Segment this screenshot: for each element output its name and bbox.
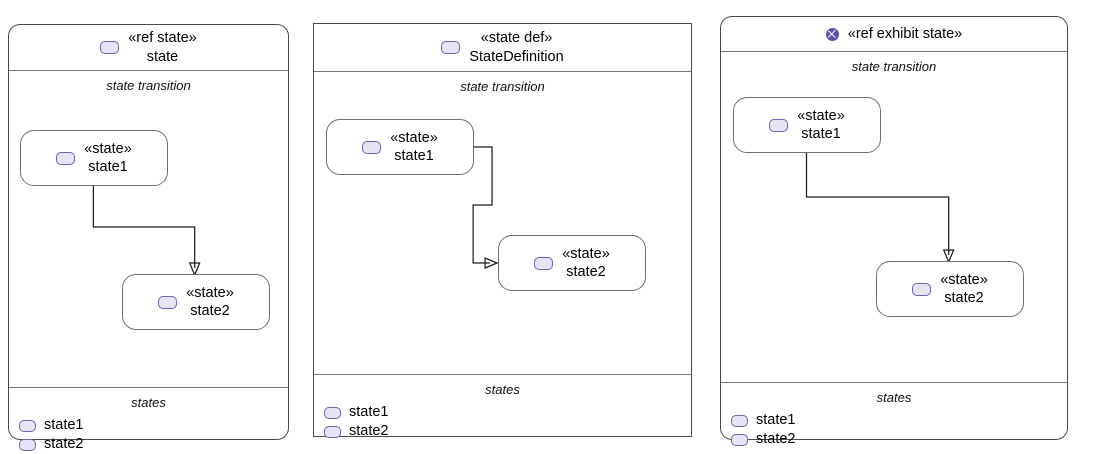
list-item-label: state1 (44, 417, 84, 434)
state-node-state1[interactable]: «state» state1 (326, 119, 474, 175)
list-item-label: state2 (44, 436, 84, 453)
state-node-keyword: «state» (390, 129, 438, 146)
list-item[interactable]: state2 (324, 422, 691, 441)
list-item-label: state2 (756, 431, 796, 448)
edge-state1-to-state2 (805, 133, 950, 255)
list-item[interactable]: state2 (731, 430, 1067, 449)
state-node-state2[interactable]: «state» state2 (498, 235, 646, 291)
state-node-keyword: «state» (797, 107, 845, 124)
arrowhead-icon (942, 249, 955, 264)
states-list: state1 state2 (721, 411, 1067, 449)
state-node-text: «state» state2 (186, 284, 234, 320)
state-glyph-icon (158, 295, 178, 309)
state-node-name: state2 (566, 264, 606, 280)
list-item[interactable]: state1 (731, 411, 1067, 430)
states-list: state1 state2 (314, 403, 691, 441)
state-node-keyword: «state» (186, 284, 234, 301)
panel-header-text: «ref state» state (128, 29, 197, 65)
state-node-text: «state» state1 (797, 107, 845, 143)
state-node-state1[interactable]: «state» state1 (733, 97, 881, 153)
state-node-name: state1 (394, 148, 434, 164)
list-item-label: state2 (349, 423, 389, 440)
panel-header-keyword: «state def» (480, 30, 553, 47)
states-compartment-label: states (131, 395, 166, 410)
panel-ref-exhibit-state[interactable]: «ref exhibit state» state transition «st… (720, 16, 1068, 446)
states-list: state1 state2 (9, 416, 288, 454)
state-glyph-icon (19, 419, 36, 432)
panel-header-state-def: «state def» StateDefinition (314, 24, 691, 72)
state-node-keyword: «state» (562, 245, 610, 262)
edge-state1-to-state2 (92, 166, 196, 268)
panel-header-keyword: «ref exhibit state» (847, 25, 963, 42)
list-item[interactable]: state1 (19, 416, 288, 435)
state-glyph-icon (56, 151, 76, 165)
state-glyph-icon (731, 433, 748, 446)
state-glyph-icon (324, 406, 341, 419)
state-glyph-icon (731, 414, 748, 427)
panel-header-ref-exhibit-state: «ref exhibit state» (721, 17, 1067, 52)
transition-edges (92, 166, 201, 277)
state-glyph-icon (324, 425, 341, 438)
transition-edges (472, 146, 499, 269)
transition-compartment-label: state transition (460, 79, 545, 94)
list-item-label: state1 (756, 412, 796, 429)
state-node-keyword: «state» (84, 140, 132, 157)
states-compartment-label: states (876, 390, 912, 405)
states-compartment: states state1 state2 (9, 387, 288, 451)
list-item[interactable]: state2 (19, 435, 288, 454)
panel-ref-state[interactable]: «ref state» state state transition «stat… (8, 24, 289, 451)
panel-header-name: state (146, 48, 179, 65)
edge-state1-to-state2 (472, 146, 493, 264)
transition-compartment: state transition «state» state1 «state» … (314, 72, 691, 376)
state-glyph-icon (19, 438, 36, 451)
list-item[interactable]: state1 (324, 403, 691, 422)
states-compartment: states state1 state2 (314, 374, 691, 438)
state-node-name: state1 (801, 126, 841, 142)
state-node-keyword: «state» (940, 271, 988, 288)
arrowhead-icon (188, 262, 201, 277)
panel-header-ref-state: «ref state» state (9, 25, 288, 71)
transition-edges (805, 133, 955, 264)
state-glyph-icon (769, 118, 789, 132)
state-node-text: «state» state1 (84, 140, 132, 176)
transition-compartment: state transition «state» state1 «state» … (721, 52, 1067, 384)
state-glyph-icon (441, 41, 461, 54)
state-node-text: «state» state2 (562, 245, 610, 281)
state-node-state1[interactable]: «state» state1 (20, 130, 168, 186)
state-glyph-icon (100, 41, 120, 54)
state-node-state2[interactable]: «state» state2 (122, 274, 270, 330)
state-node-text: «state» state1 (390, 129, 438, 165)
panel-header-keyword: «ref state» (128, 30, 197, 47)
states-compartment: states state1 state2 (721, 382, 1067, 446)
arrowhead-icon (484, 257, 499, 269)
state-glyph-icon (362, 140, 382, 154)
state-glyph-icon (912, 282, 932, 296)
panel-state-def[interactable]: «state def» StateDefinition state transi… (313, 23, 692, 438)
state-node-name: state2 (944, 290, 984, 306)
state-node-name: state1 (88, 159, 128, 175)
list-item-label: state1 (349, 404, 389, 421)
transition-compartment: state transition «state» state1 «state» … (9, 71, 288, 389)
transition-compartment-label: state transition (106, 78, 191, 93)
states-compartment-label: states (485, 382, 520, 397)
state-node-text: «state» state2 (940, 271, 988, 307)
panel-header-text: «ref exhibit state» (848, 25, 962, 43)
state-node-state2[interactable]: «state» state2 (876, 261, 1024, 317)
panel-header-name: StateDefinition (469, 48, 564, 65)
transition-compartment-label: state transition (851, 59, 937, 74)
state-node-name: state2 (190, 303, 230, 319)
exhibit-circle-x-icon (825, 27, 839, 41)
state-glyph-icon (534, 256, 554, 270)
panel-header-text: «state def» StateDefinition (469, 29, 563, 65)
